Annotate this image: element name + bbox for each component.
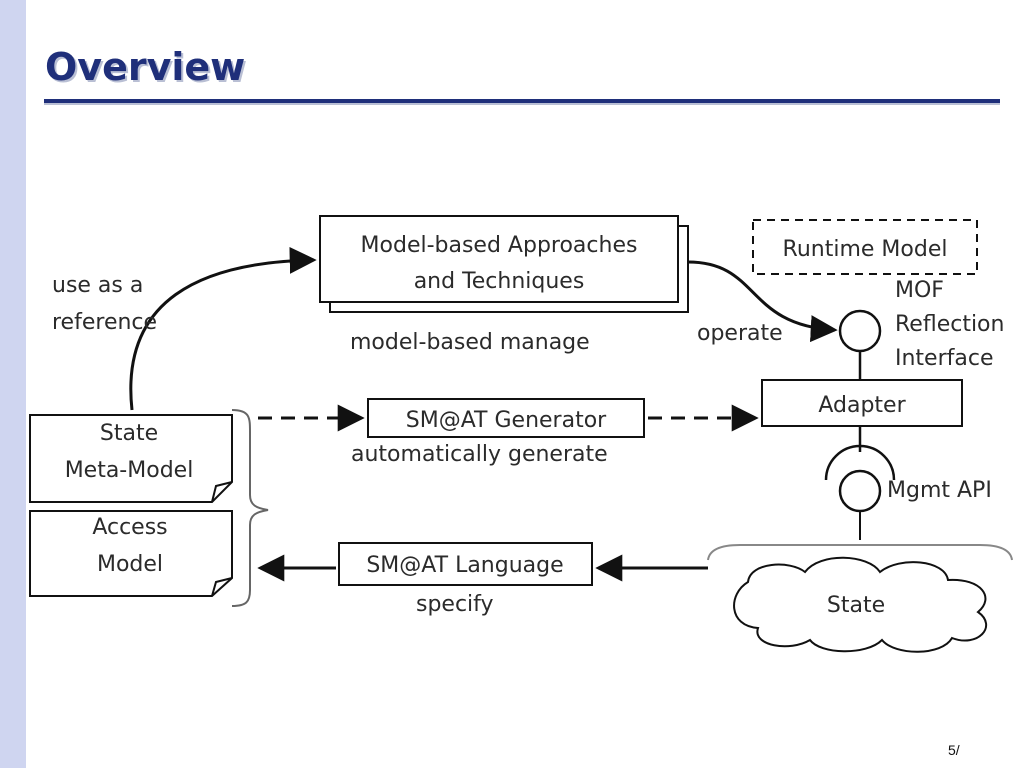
operate-label: operate xyxy=(697,321,783,346)
models-group-brace xyxy=(231,409,269,607)
model-based-line1: Model-based Approaches xyxy=(361,233,638,258)
state-cloud-label: State xyxy=(827,593,885,618)
reference-arrow xyxy=(129,246,317,411)
operate-arrow xyxy=(687,260,838,343)
sm-generator-box: SM@AT Generator xyxy=(367,398,645,438)
state-meta-model-box: State Meta-Model xyxy=(29,414,233,503)
interface-label: Interface xyxy=(895,346,994,371)
model-based-line2: and Techniques xyxy=(414,269,585,294)
state-meta-model-line2: Meta-Model xyxy=(65,458,194,483)
state-cloud: State xyxy=(733,556,988,653)
reference-label: reference xyxy=(52,310,157,335)
state-bracket xyxy=(707,544,1013,561)
runtime-model-label: Runtime Model xyxy=(783,237,948,262)
adapter-box: Adapter xyxy=(761,379,963,427)
model-based-manage-label: model-based manage xyxy=(350,330,590,355)
sm-language-label: SM@AT Language xyxy=(366,553,563,578)
access-model-line1: Access xyxy=(92,515,167,540)
model-based-approaches-box: Model-based Approaches and Techniques xyxy=(319,215,689,313)
runtime-model-box: Runtime Model xyxy=(752,219,978,275)
access-model-box: Access Model xyxy=(29,510,233,597)
automatically-generate-label: automatically generate xyxy=(351,442,608,467)
mgmt-api-socket xyxy=(824,444,896,481)
sm-generator-label: SM@AT Generator xyxy=(406,408,607,433)
page-number: 5/ xyxy=(948,742,960,758)
mgmt-api-label: Mgmt API xyxy=(887,478,992,503)
use-as-a-label: use as a xyxy=(52,273,143,298)
state-meta-model-line1: State xyxy=(100,421,158,446)
access-model-line2: Model xyxy=(97,552,163,577)
left-accent-bar xyxy=(0,0,26,768)
mgmt-api-circle xyxy=(838,469,882,513)
sm-language-box: SM@AT Language xyxy=(338,542,593,586)
specify-label: specify xyxy=(416,592,494,617)
adapter-label: Adapter xyxy=(818,393,906,418)
mof-label: MOF xyxy=(895,278,944,303)
title-underline xyxy=(44,99,1000,103)
slide-title: Overview xyxy=(45,45,246,89)
mof-interface-circle xyxy=(838,309,882,353)
reflection-label: Reflection xyxy=(895,312,1004,337)
